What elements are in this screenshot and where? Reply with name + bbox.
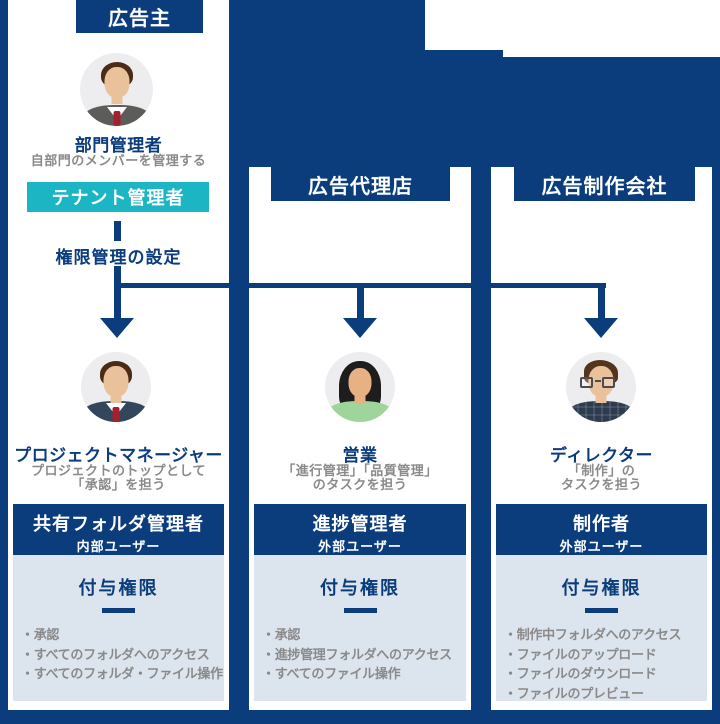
list-item: ・ファイルのアップロード [504, 647, 657, 663]
project-manager-avatar [81, 352, 151, 422]
person-name: ディレクター [549, 446, 654, 466]
permissions-list: ・承認 ・進捗管理フォルダへのアクセス ・すべてのファイル操作 [254, 626, 466, 685]
connector-line [114, 221, 121, 241]
background-step-1 [425, 0, 503, 50]
down-arrow-icon [343, 318, 377, 338]
connector-line [598, 288, 605, 320]
top-person-name: 部門管理者 [74, 136, 163, 156]
tenant-admin-badge: テナント管理者 [27, 182, 209, 212]
person-description: プロジェクトのトップとして 「承認」を担う [30, 464, 207, 493]
sales-woman-avatar [325, 352, 395, 422]
role-user-type: 外部ユーザー [559, 540, 644, 555]
heading-underline [343, 608, 377, 613]
list-item: ・制作中フォルダへのアクセス [504, 628, 682, 643]
permissions-list: ・制作中フォルダへのアクセス ・ファイルのアップロード ・ファイルのダウンロード… [496, 626, 707, 704]
role-band: 共有フォルダ管理者 内部ユーザー [13, 504, 224, 555]
connector-branch-line [114, 283, 606, 288]
role-title: 制作者 [573, 514, 630, 535]
list-item: ・ファイルのダウンロード [504, 667, 657, 682]
person-description: 「進行管理」「品質管理」 のタスクを担う [282, 464, 438, 493]
list-item: ・すべてのファイル操作 [262, 667, 401, 682]
list-item: ・承認 [262, 628, 301, 643]
permissions-heading: 付与権限 [561, 578, 642, 599]
permissions-panel: 付与権限 ・承認 ・進捗管理フォルダへのアクセス ・すべてのファイル操作 [254, 555, 466, 701]
permissions-heading: 付与権限 [320, 578, 400, 599]
list-item: ・ファイルのプレビュー [504, 686, 644, 702]
production-header: 広告制作会社 [514, 167, 695, 201]
department-manager-avatar [80, 53, 153, 126]
permissions-panel: 付与権限 ・制作中フォルダへのアクセス ・ファイルのアップロード ・ファイルのダ… [496, 555, 707, 704]
director-avatar [566, 352, 636, 422]
background-step-2 [503, 0, 720, 57]
down-arrow-icon [584, 318, 618, 338]
permissions-heading: 付与権限 [78, 578, 159, 599]
person-name: プロジェクトマネージャー [14, 446, 223, 466]
list-item: ・進捗管理フォルダへのアクセス [262, 647, 452, 663]
connector-line [114, 266, 121, 318]
heading-underline [585, 608, 618, 613]
person-description: 「制作」の タスクを担う [560, 464, 642, 493]
heading-underline [102, 608, 135, 613]
connector-label: 権限管理の設定 [55, 248, 182, 268]
role-band: 進捗管理者 外部ユーザー [254, 504, 466, 555]
down-arrow-icon [100, 318, 134, 338]
agency-header: 広告代理店 [271, 167, 450, 201]
permissions-list: ・承認 ・すべてのフォルダへのアクセス ・すべてのフォルダ・ファイル操作 [13, 626, 224, 685]
role-user-type: 外部ユーザー [318, 540, 402, 555]
role-band: 制作者 外部ユーザー [496, 504, 707, 555]
role-title: 進捗管理者 [312, 514, 408, 535]
permissions-panel: 付与権限 ・承認 ・すべてのフォルダへのアクセス ・すべてのフォルダ・ファイル操… [13, 555, 224, 701]
connector-line [357, 288, 364, 320]
role-title: 共有フォルダ管理者 [33, 514, 204, 535]
list-item: ・すべてのフォルダへのアクセス [21, 647, 210, 663]
person-name: 営業 [342, 446, 378, 466]
list-item: ・すべてのフォルダ・ファイル操作 [21, 667, 223, 682]
role-user-type: 内部ユーザー [76, 540, 161, 555]
advertiser-header: 広告主 [76, 0, 203, 33]
list-item: ・承認 [21, 628, 60, 643]
top-person-description: 自部門のメンバーを管理する [30, 154, 207, 169]
